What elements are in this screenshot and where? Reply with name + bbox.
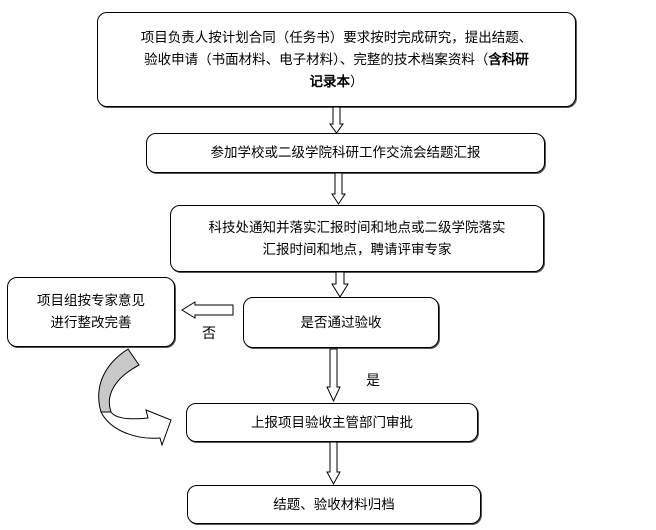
step-submit-line1: 项目负责人按计划合同（任务书）要求按时完成研究，提出结题、 xyxy=(140,29,533,46)
arrow-report-to-notify xyxy=(331,172,346,205)
arrow-notify-to-decision xyxy=(331,271,349,298)
arrow-decision-to-approve xyxy=(326,348,341,403)
step-archive-text: 结题、验收材料归档 xyxy=(273,496,395,513)
step-decision-text: 是否通过验收 xyxy=(300,314,382,331)
arrow-approve-to-archive xyxy=(326,441,341,486)
step-report-text: 参加学校或二级学院科研工作交流会结题汇报 xyxy=(210,145,481,161)
step-approve-text: 上报项目验收主管部门审批 xyxy=(251,414,413,431)
step-notify-line1: 科技处通知并落实汇报时间和地点或二级学院落实 xyxy=(208,219,506,236)
step-decision: 是否通过验收 xyxy=(243,297,439,348)
arrow-decision-to-revise xyxy=(181,301,234,319)
curved-arrow-bottom xyxy=(100,409,172,447)
step-revise: 项目组按专家意见 进行整改完善 xyxy=(7,277,175,347)
arrow-submit-to-report xyxy=(329,106,344,134)
step-revise-line1: 项目组按专家意见 xyxy=(37,293,145,309)
step-approve: 上报项目验收主管部门审批 xyxy=(186,403,478,442)
step-submit-line3: 记录本） xyxy=(141,71,533,93)
step-revise-line2: 进行整改完善 xyxy=(50,315,132,331)
step-report: 参加学校或二级学院科研工作交流会结题汇报 xyxy=(146,133,545,173)
step-submit-line2-bold: 含科研 xyxy=(488,51,529,68)
step-archive: 结题、验收材料归档 xyxy=(187,485,481,524)
curved-arrow-top xyxy=(98,348,140,413)
step-submit-line3-bold: 记录本 xyxy=(309,73,351,90)
step-notify-line2: 汇报时间和地点，聘请评审专家 xyxy=(262,241,452,258)
step-submit-line2-text: 验收申请（书面材料、电子材料）、完整的技术档案资料（ xyxy=(144,51,489,68)
label-no: 否 xyxy=(202,326,216,342)
step-submit-line2: 验收申请（书面材料、电子材料）、完整的技术档案资料（含科研 xyxy=(141,49,533,71)
step-submit-application: 项目负责人按计划合同（任务书）要求按时完成研究，提出结题、 验收申请（书面材料、… xyxy=(97,12,576,107)
step-submit-line3-text: ） xyxy=(350,73,364,90)
label-yes: 是 xyxy=(366,373,380,389)
step-notify: 科技处通知并落实汇报时间和地点或二级学院落实 汇报时间和地点，聘请评审专家 xyxy=(170,205,544,272)
